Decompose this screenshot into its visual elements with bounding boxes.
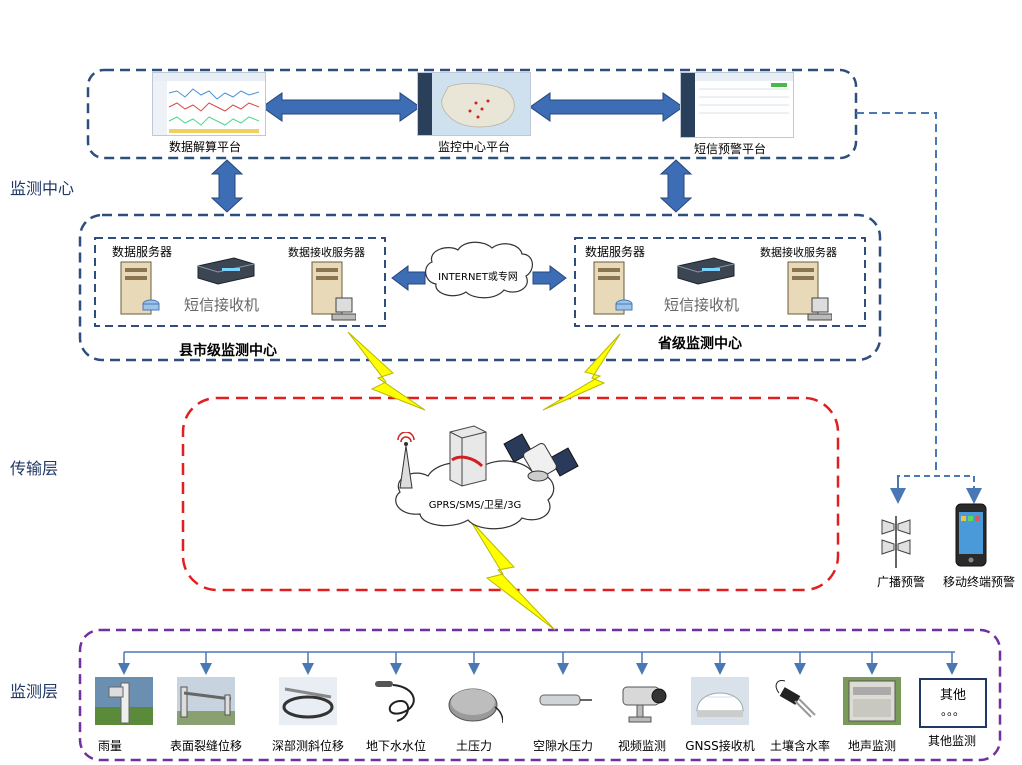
warning-link-line xyxy=(856,112,937,473)
crack-displacement-icon xyxy=(177,677,235,725)
lightning-bolt-right xyxy=(542,333,621,411)
dtu-device-icon xyxy=(449,425,487,487)
sensor-label: 空隙水压力 xyxy=(532,739,594,753)
data-solve-platform-screenshot xyxy=(152,72,266,136)
platform-label-data-solve: 数据解算平台 xyxy=(168,140,242,154)
server-tower-icon xyxy=(120,261,160,315)
satellite-icon xyxy=(503,433,579,482)
sensor-label: 土壤含水率 xyxy=(769,739,831,753)
inclinometer-icon xyxy=(279,677,337,725)
other-box-title: 其他 xyxy=(939,688,966,703)
county-data-server-label: 数据服务器 xyxy=(112,245,173,259)
loudspeaker-icon xyxy=(881,516,911,568)
double-arrow-vertical-left xyxy=(210,159,244,213)
transport-cloud-label: GPRS/SMS/卫星/3G xyxy=(428,500,522,511)
lightning-bolt-bottom xyxy=(469,519,556,631)
double-arrow-left xyxy=(261,92,421,122)
double-arrow-vertical-right xyxy=(659,159,693,213)
warning-branch-line xyxy=(897,475,982,504)
county-inner-frame xyxy=(94,237,386,327)
internet-cloud xyxy=(425,241,533,299)
other-device-icon: 其他。。。 xyxy=(919,678,987,728)
broadcast-warning-label: 广播预警 xyxy=(876,575,926,589)
province-receive-server-label: 数据接收服务器 xyxy=(760,246,837,259)
lightning-bolt-left xyxy=(347,331,426,411)
acoustic-monitor-icon xyxy=(843,677,901,725)
province-sms-receiver-label: 短信接收机 xyxy=(664,296,740,314)
province-center-title: 省级监测中心 xyxy=(658,336,742,352)
county-sms-receiver-label: 短信接收机 xyxy=(184,296,260,314)
platform-label-sms-warning: 短信预警平台 xyxy=(693,142,767,156)
smartphone-icon xyxy=(955,503,987,567)
internet-label: INTERNET或专网 xyxy=(438,272,518,283)
monitor-center-platform-screenshot xyxy=(417,72,531,136)
sensor-label: 表面裂缝位移 xyxy=(169,739,243,753)
layer-label-monitoring: 监测层 xyxy=(10,682,59,701)
internet-arrow-right xyxy=(532,265,567,291)
layer-label-monitor-center: 监测中心 xyxy=(10,179,75,198)
server-tower-icon xyxy=(593,261,633,315)
sms-receiver-device-icon xyxy=(677,257,735,285)
layer-label-transport: 传输层 xyxy=(10,459,59,478)
sensor-label: 土压力 xyxy=(455,739,493,753)
gnss-antenna-icon xyxy=(691,677,749,725)
sensor-label: 深部测斜位移 xyxy=(271,739,345,753)
water-level-sensor-icon xyxy=(367,677,425,725)
antenna-tower-icon xyxy=(397,432,415,489)
other-box-dots: 。。。 xyxy=(940,704,965,718)
map-screen-icon xyxy=(418,73,530,135)
sensor-label: 视频监测 xyxy=(617,739,667,753)
camera-icon xyxy=(613,677,671,725)
double-arrow-right xyxy=(529,92,684,122)
sensor-label: 其他监测 xyxy=(927,734,977,748)
chart-screen-icon xyxy=(153,73,265,135)
receive-server-icon xyxy=(311,261,356,321)
province-data-server-label: 数据服务器 xyxy=(585,245,646,259)
earth-pressure-cell-icon xyxy=(445,677,503,725)
sms-receiver-device-icon xyxy=(197,257,255,285)
sensor-label: 雨量 xyxy=(97,739,123,753)
sms-warning-platform-screenshot xyxy=(680,72,794,138)
piezometer-icon xyxy=(534,677,592,725)
county-center-title: 县市级监测中心 xyxy=(179,343,277,359)
monitoring-frame xyxy=(78,628,1002,762)
table-screen-icon xyxy=(681,73,793,137)
platform-label-monitor-center: 监控中心平台 xyxy=(437,140,511,154)
mobile-warning-label: 移动终端预警 xyxy=(942,575,1016,589)
transport-cloud xyxy=(395,460,555,530)
sensor-label: 地下水水位 xyxy=(365,739,427,753)
centers-frame xyxy=(78,213,882,362)
province-inner-frame xyxy=(574,237,866,327)
sensor-label: GNSS接收机 xyxy=(685,739,755,753)
sensor-label: 地声监测 xyxy=(847,739,897,753)
internet-arrow-left xyxy=(391,265,426,291)
sensor-bus-drops xyxy=(118,652,958,675)
rain-gauge-icon xyxy=(95,677,153,725)
receive-server-icon xyxy=(787,261,832,321)
soil-moisture-sensor-icon xyxy=(771,677,829,725)
county-receive-server-label: 数据接收服务器 xyxy=(288,246,365,259)
